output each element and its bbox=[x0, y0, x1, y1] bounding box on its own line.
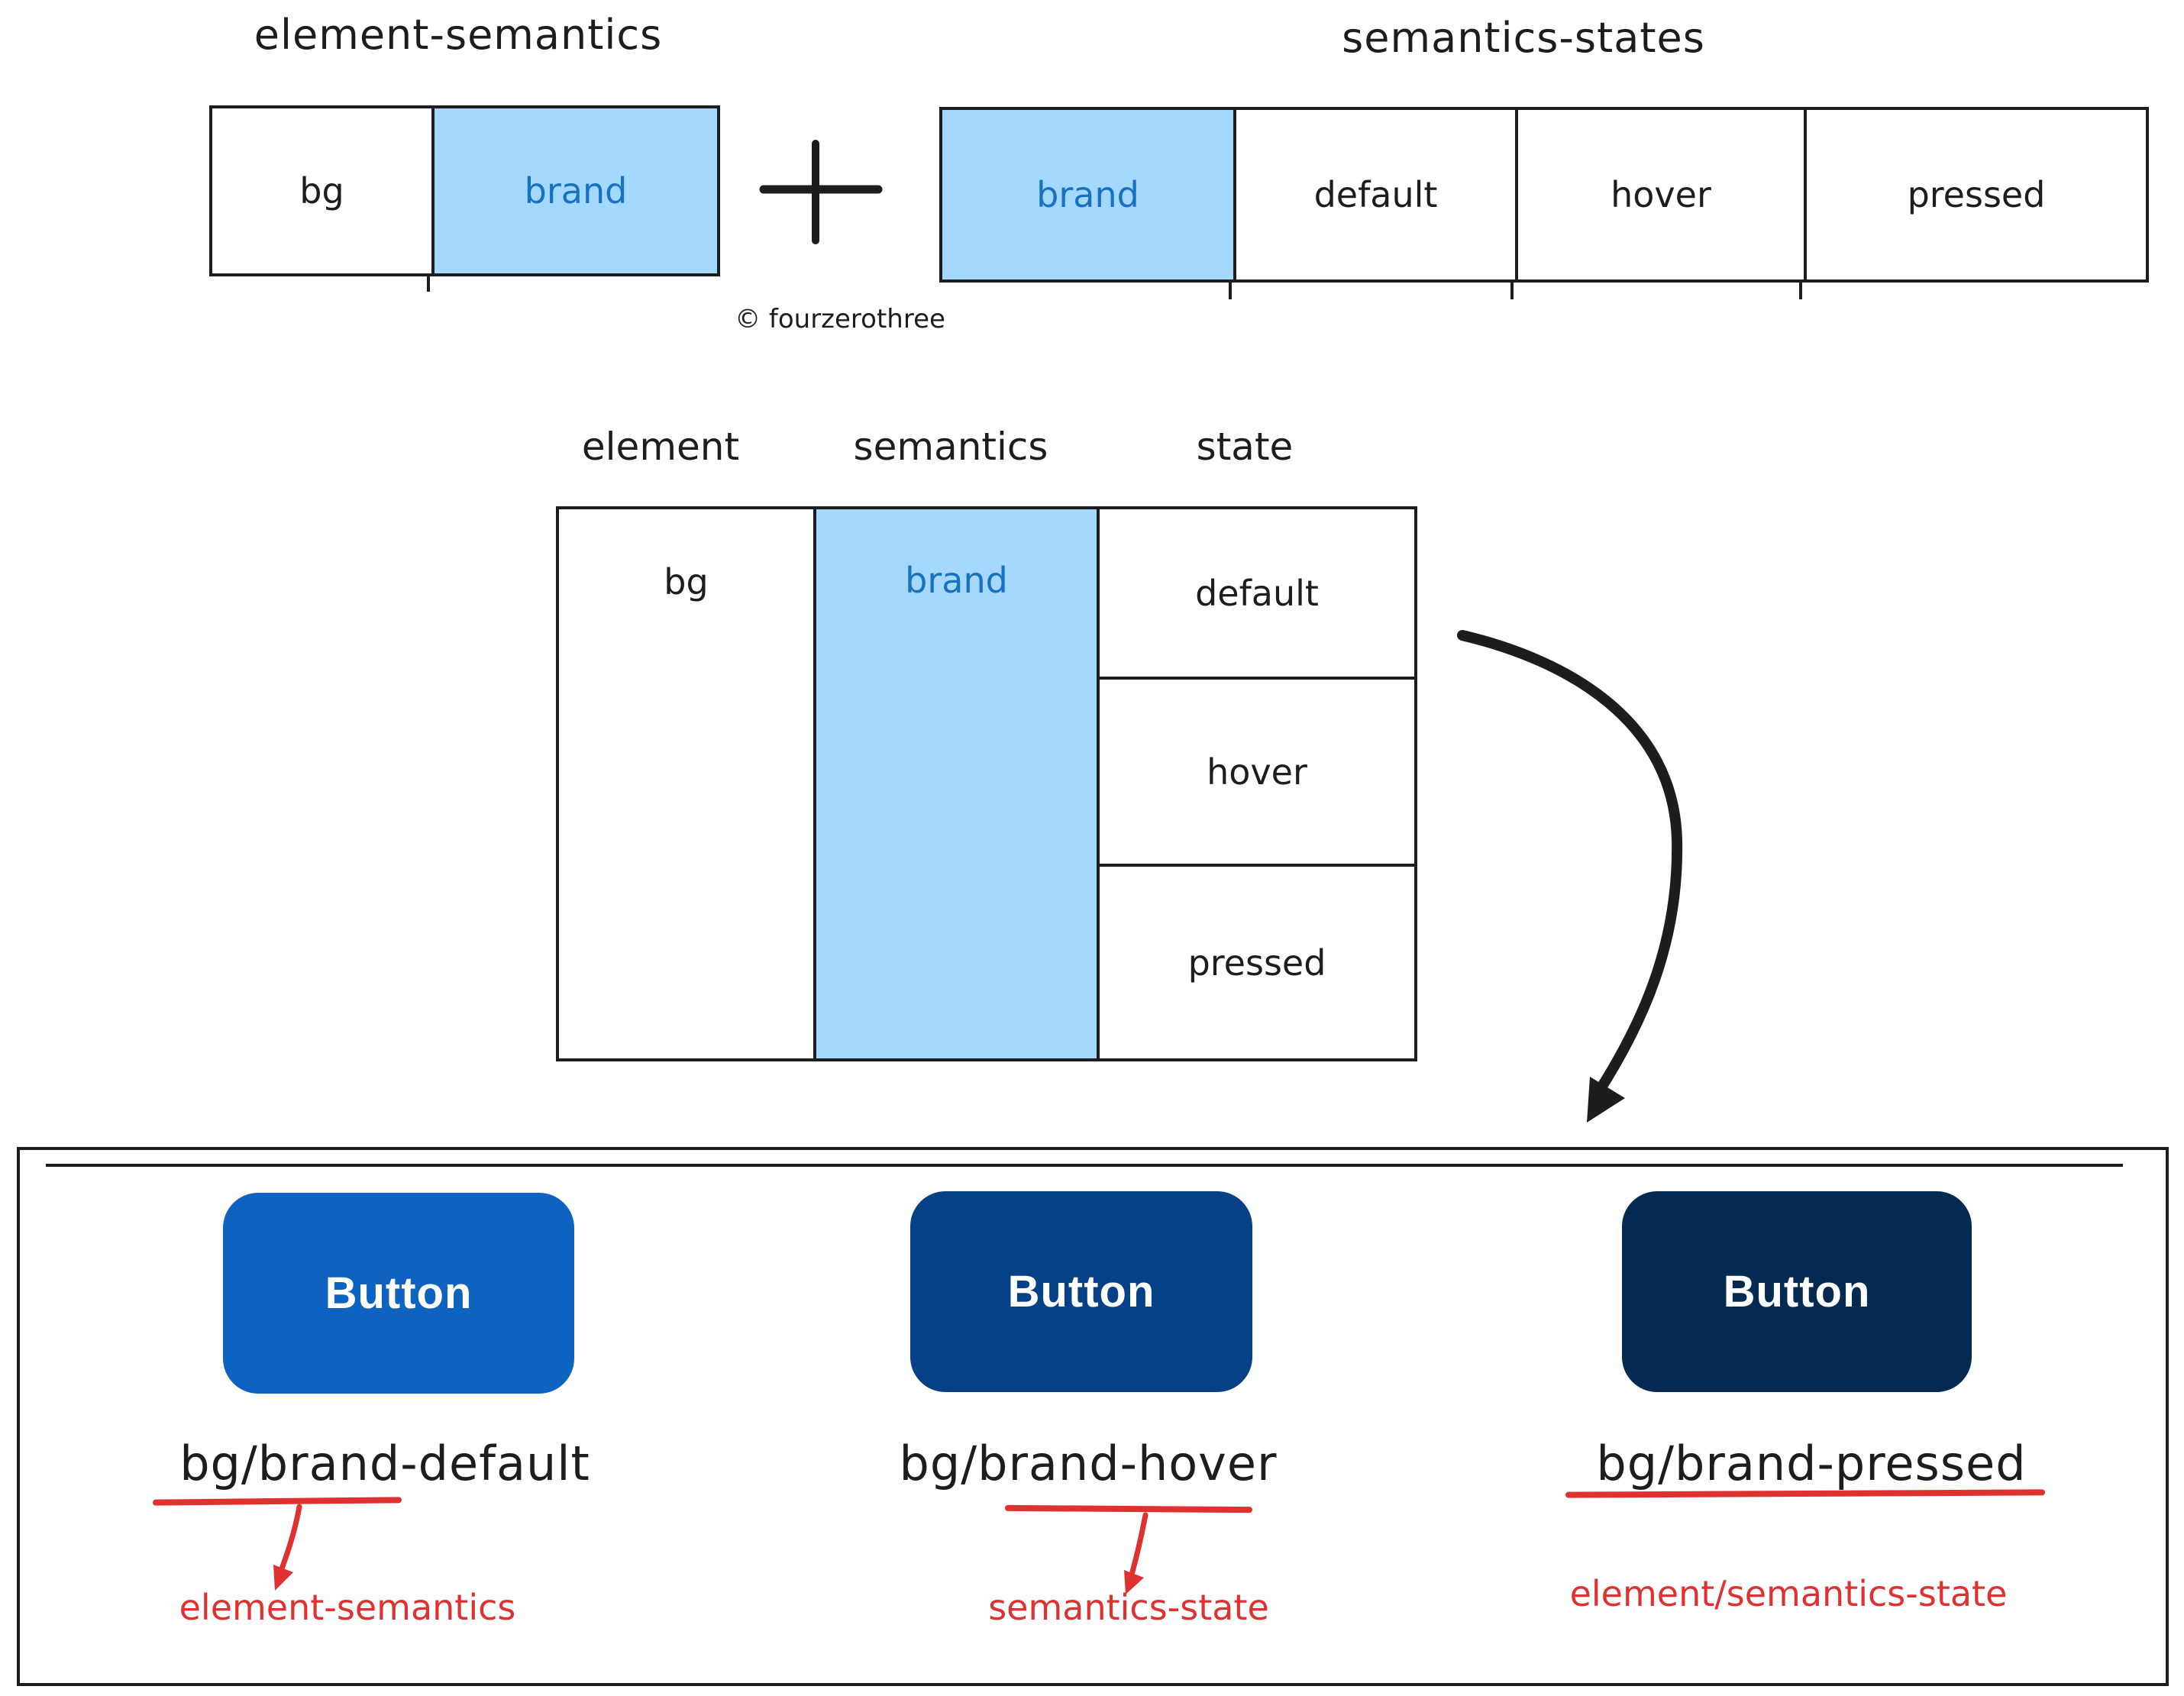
element-semantics-table: bg brand bbox=[209, 105, 720, 276]
token-name-pressed: bg/brand-pressed bbox=[1596, 1436, 2027, 1491]
annotation-semantics-state: semantics-state bbox=[988, 1587, 1269, 1628]
token-name-default: bg/brand-default bbox=[179, 1436, 590, 1491]
header-element: element bbox=[581, 425, 740, 469]
cell-hover: hover bbox=[1515, 110, 1804, 279]
divider-overshoot-tick bbox=[1799, 281, 1802, 299]
panel-double-stroke-line bbox=[46, 1164, 2123, 1167]
column-semantics-cell-brand: brand bbox=[813, 509, 1100, 1058]
token-name-hover: bg/brand-hover bbox=[899, 1436, 1278, 1491]
button-label: Button bbox=[1007, 1267, 1155, 1316]
credit-text: © fourzerothree bbox=[735, 304, 945, 334]
example-button-hover[interactable]: Button bbox=[910, 1191, 1252, 1392]
divider-overshoot-tick bbox=[427, 275, 430, 292]
cell-default: default bbox=[1233, 110, 1515, 279]
cell-bg: bg bbox=[299, 170, 344, 212]
annotation-element-semantics-state: element/semantics-state bbox=[1569, 1573, 2008, 1614]
example-button-default[interactable]: Button bbox=[223, 1193, 574, 1394]
combined-token-table: bg brand default hover pressed bbox=[556, 506, 1417, 1061]
red-arrow-down-icon bbox=[273, 1504, 302, 1591]
button-label: Button bbox=[1723, 1267, 1871, 1316]
semantics-states-table: brand default hover pressed bbox=[939, 107, 2149, 283]
header-semantics: semantics bbox=[853, 425, 1048, 469]
right-table-title: semantics-states bbox=[1342, 14, 1705, 62]
red-arrow-down-icon bbox=[1124, 1512, 1149, 1594]
column-element-cell-bg: bg bbox=[664, 561, 709, 602]
cell-brand-highlighted: brand bbox=[431, 108, 717, 273]
state-row-pressed: pressed bbox=[1187, 942, 1326, 984]
state-row-default: default bbox=[1100, 509, 1414, 680]
curved-arrow bbox=[1457, 630, 1683, 1123]
plus-icon bbox=[759, 140, 883, 244]
state-row-hover: hover bbox=[1100, 680, 1414, 867]
left-table-title: element-semantics bbox=[254, 11, 663, 59]
button-label: Button bbox=[325, 1268, 473, 1318]
divider-overshoot-tick bbox=[1229, 281, 1232, 299]
column-state: default hover pressed bbox=[1100, 509, 1414, 1058]
cell-brand-highlighted: brand bbox=[942, 110, 1233, 279]
cell-pressed: pressed bbox=[1804, 110, 2146, 279]
header-state: state bbox=[1196, 425, 1294, 469]
annotation-element-semantics: element-semantics bbox=[179, 1587, 516, 1628]
divider-overshoot-tick bbox=[1510, 281, 1514, 299]
example-button-pressed[interactable]: Button bbox=[1622, 1191, 1972, 1392]
